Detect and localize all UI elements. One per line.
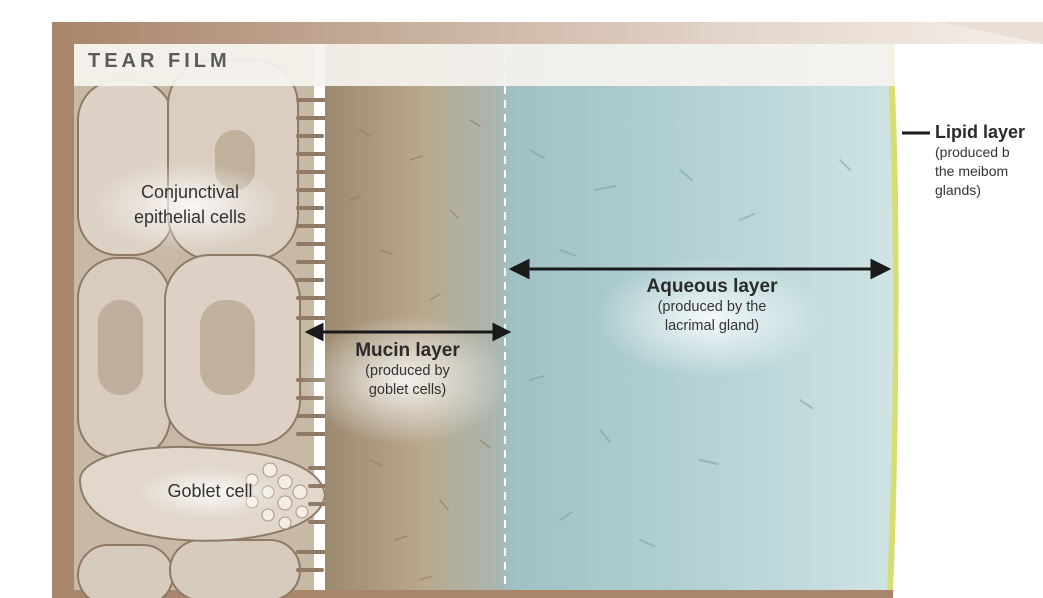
- lipid-layer-label: Lipid layer (produced b the meibom gland…: [935, 122, 1043, 200]
- nucleus: [98, 300, 143, 395]
- conjunctival-epithelial-cells-label: Conjunctival epithelial cells: [100, 180, 280, 230]
- label-line: epithelial cells: [100, 205, 280, 230]
- epithelial-cell: [170, 540, 300, 598]
- frame-top-band: [52, 22, 1043, 44]
- lipid-layer-name: Lipid layer: [935, 122, 1043, 143]
- frame-left-band: [52, 22, 74, 598]
- nucleus: [200, 300, 255, 395]
- mucin-layer-label: Mucin layer (produced by goblet cells): [325, 340, 490, 400]
- mucin-layer-detail: (produced by: [325, 362, 490, 381]
- aqueous-layer-detail: (produced by the: [612, 298, 812, 317]
- aqueous-layer-detail: lacrimal gland): [612, 317, 812, 336]
- goblet-cell-label: Goblet cell: [130, 481, 290, 502]
- lipid-layer-detail: the meibom: [935, 162, 1043, 181]
- mucin-layer-detail: goblet cells): [325, 381, 490, 400]
- label-line: Conjunctival: [100, 180, 280, 205]
- diagram-title: TEAR FILM: [88, 50, 231, 73]
- lipid-layer-detail: (produced b: [935, 143, 1043, 162]
- lipid-layer-detail: glands): [935, 181, 1043, 200]
- aqueous-layer-label: Aqueous layer (produced by the lacrimal …: [612, 276, 812, 336]
- aqueous-layer-name: Aqueous layer: [612, 276, 812, 298]
- epithelial-cell: [78, 545, 173, 598]
- mucin-layer-name: Mucin layer: [325, 340, 490, 362]
